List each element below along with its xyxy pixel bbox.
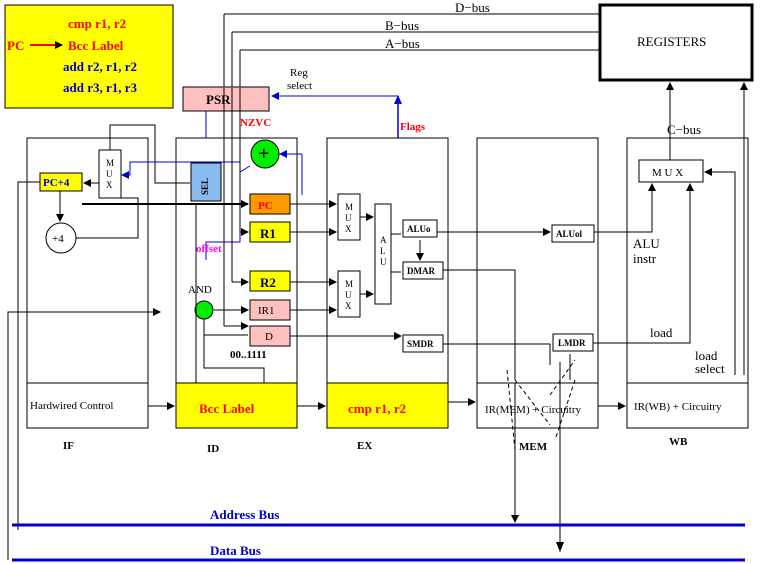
and-label: AND (188, 284, 212, 296)
load-select-2: select (695, 361, 725, 376)
alu-instr-1: ALU (633, 236, 660, 251)
code-line-4: add r3, r1, r3 (63, 80, 138, 95)
id-instr-label: Bcc Label (199, 401, 255, 416)
code-line-3: add r2, r1, r2 (63, 59, 137, 74)
aluol-label: ALUol (556, 229, 583, 239)
c-bus-label: C−bus (667, 122, 701, 137)
psr-label: PSR (206, 92, 231, 107)
ex-mux-bottom-x: X (345, 301, 352, 311)
address-bus-label: Address Bus (210, 507, 279, 522)
hardwired-control: Hardwired Control (30, 400, 113, 412)
mem-stage-box (476, 137, 599, 429)
ex-mux-top-x: X (345, 224, 352, 234)
load-label: load (650, 325, 673, 340)
reg-select-2: select (287, 80, 312, 92)
code-line-2: Bcc Label (68, 38, 124, 53)
sel-label: SEL (200, 178, 210, 195)
ex-mux-top-m: M (345, 202, 353, 212)
dmar-label: DMAR (407, 266, 435, 276)
psr-box (182, 86, 270, 112)
mem-stage-label: MEM (519, 441, 548, 453)
b-bus-label: B−bus (385, 18, 419, 33)
nzvc-label: NZVC (240, 117, 271, 129)
and-gate (194, 300, 214, 320)
alu-u: U (380, 257, 387, 267)
id-r2-label: R2 (260, 275, 276, 290)
id-r2-box (249, 270, 291, 292)
offset-label: offset (196, 243, 222, 255)
a-bus-label: A−bus (385, 36, 420, 51)
wb-mux (638, 159, 704, 183)
id-stage-label: ID (207, 443, 219, 455)
alu-l: L (380, 246, 386, 256)
sel-box (190, 162, 222, 202)
ex-mux-bottom-m: M (345, 279, 353, 289)
ex-stage-label: EX (357, 440, 372, 452)
ex-instr-label: cmp r1, r2 (348, 401, 406, 416)
lmdr-label: LMDR (558, 338, 586, 348)
reg-select-1: Reg (290, 67, 308, 79)
pc4-label: PC+4 (43, 177, 70, 189)
alu-a: A (380, 235, 387, 245)
aluol-box (551, 224, 595, 243)
id-pc-label: PC (258, 200, 273, 212)
registers-label: REGISTERS (637, 34, 706, 49)
wb-stage-label: WB (669, 436, 688, 448)
id-ir1-label: IR1 (258, 305, 275, 317)
code-line-1: cmp r1, r2 (68, 16, 126, 31)
aluo-label: ALUo (407, 224, 431, 234)
smdr-label: SMDR (407, 339, 434, 349)
wb-mux-label: M U X (652, 167, 683, 179)
if-stage-label: IF (63, 440, 74, 452)
id-d-label: D (265, 331, 273, 343)
if-mux-u: U (106, 169, 113, 179)
aluo-box (402, 219, 438, 238)
alu-instr-2: instr (633, 251, 657, 266)
code-pc-label: PC (7, 38, 24, 53)
load-select-1: load (695, 348, 718, 363)
mask-label: 00..1111 (230, 349, 267, 361)
if-mux-x: X (106, 180, 113, 190)
if-mux-m: M (106, 158, 114, 168)
plus4-label: +4 (52, 233, 64, 245)
flags-label: Flags (400, 121, 426, 133)
branch-adder-plus: + (258, 143, 269, 165)
alu-box (374, 203, 392, 305)
code-box (4, 4, 174, 109)
d-bus-label: D−bus (455, 0, 490, 15)
data-bus-label: Data Bus (210, 543, 261, 558)
wb-ir-label: IR(WB) + Circuitry (634, 401, 722, 413)
mem-ir-label: IR(MEM) + Circuitry (485, 404, 582, 416)
id-r1-label: R1 (260, 226, 276, 241)
ex-mux-top-u: U (345, 213, 352, 223)
ex-instr-box (326, 382, 449, 429)
registers-box (598, 3, 754, 82)
ex-mux-bottom-u: U (345, 290, 352, 300)
